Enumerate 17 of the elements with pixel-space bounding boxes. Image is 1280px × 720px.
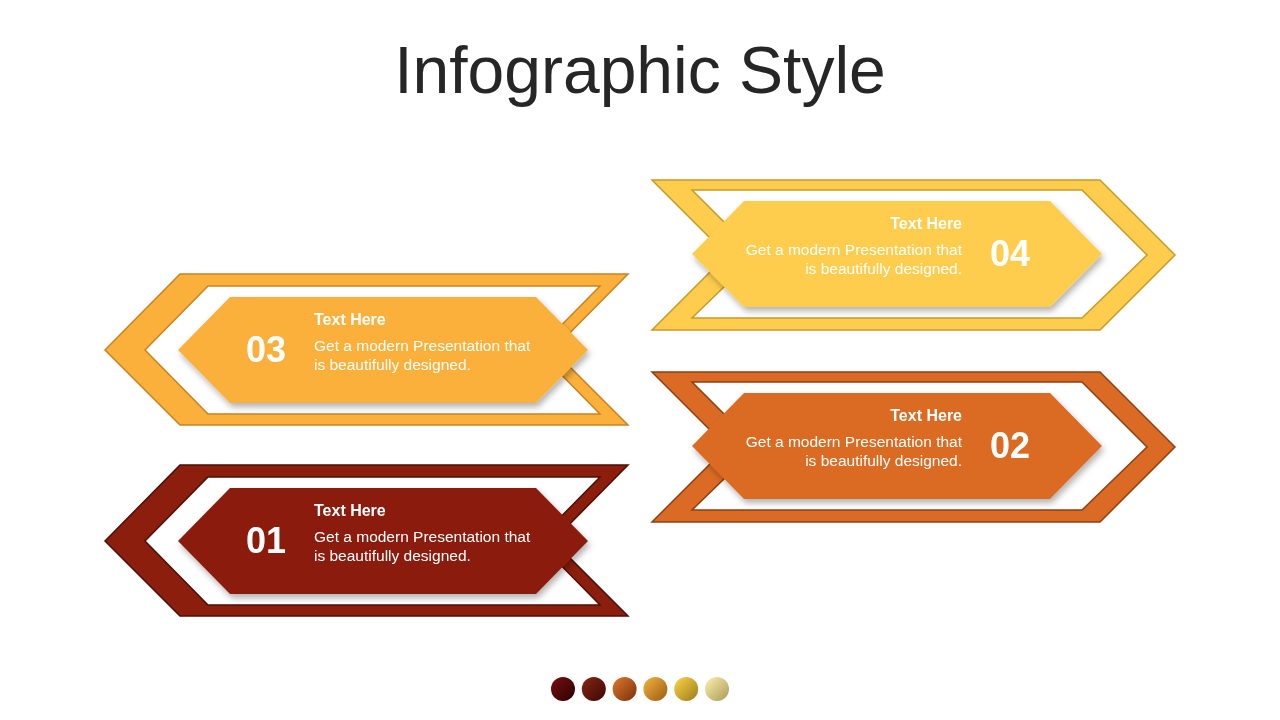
description: Get a modern Presentation that is beautifully designed. xyxy=(314,527,532,565)
title: Infographic Style xyxy=(394,32,886,109)
hexagon-banner xyxy=(692,393,1102,499)
heading: Text Here xyxy=(314,310,387,330)
heading: Text Here xyxy=(889,406,962,426)
hexagon-banner xyxy=(178,297,588,403)
step-number: 04 xyxy=(990,234,1031,274)
heading: Text Here xyxy=(314,501,387,521)
description: Get a modern Presentation that is beautifully designed. xyxy=(744,240,962,278)
hexagon-banner xyxy=(692,201,1102,307)
heading: Text Here xyxy=(889,214,962,234)
step-number: 03 xyxy=(246,330,287,370)
step-number: 02 xyxy=(990,426,1031,466)
description: Get a modern Presentation that is beautifully designed. xyxy=(314,336,532,374)
hexagon-banner xyxy=(178,488,588,594)
description: Get a modern Presentation that is beautifully designed. xyxy=(744,432,962,470)
step-number: 01 xyxy=(246,521,287,561)
